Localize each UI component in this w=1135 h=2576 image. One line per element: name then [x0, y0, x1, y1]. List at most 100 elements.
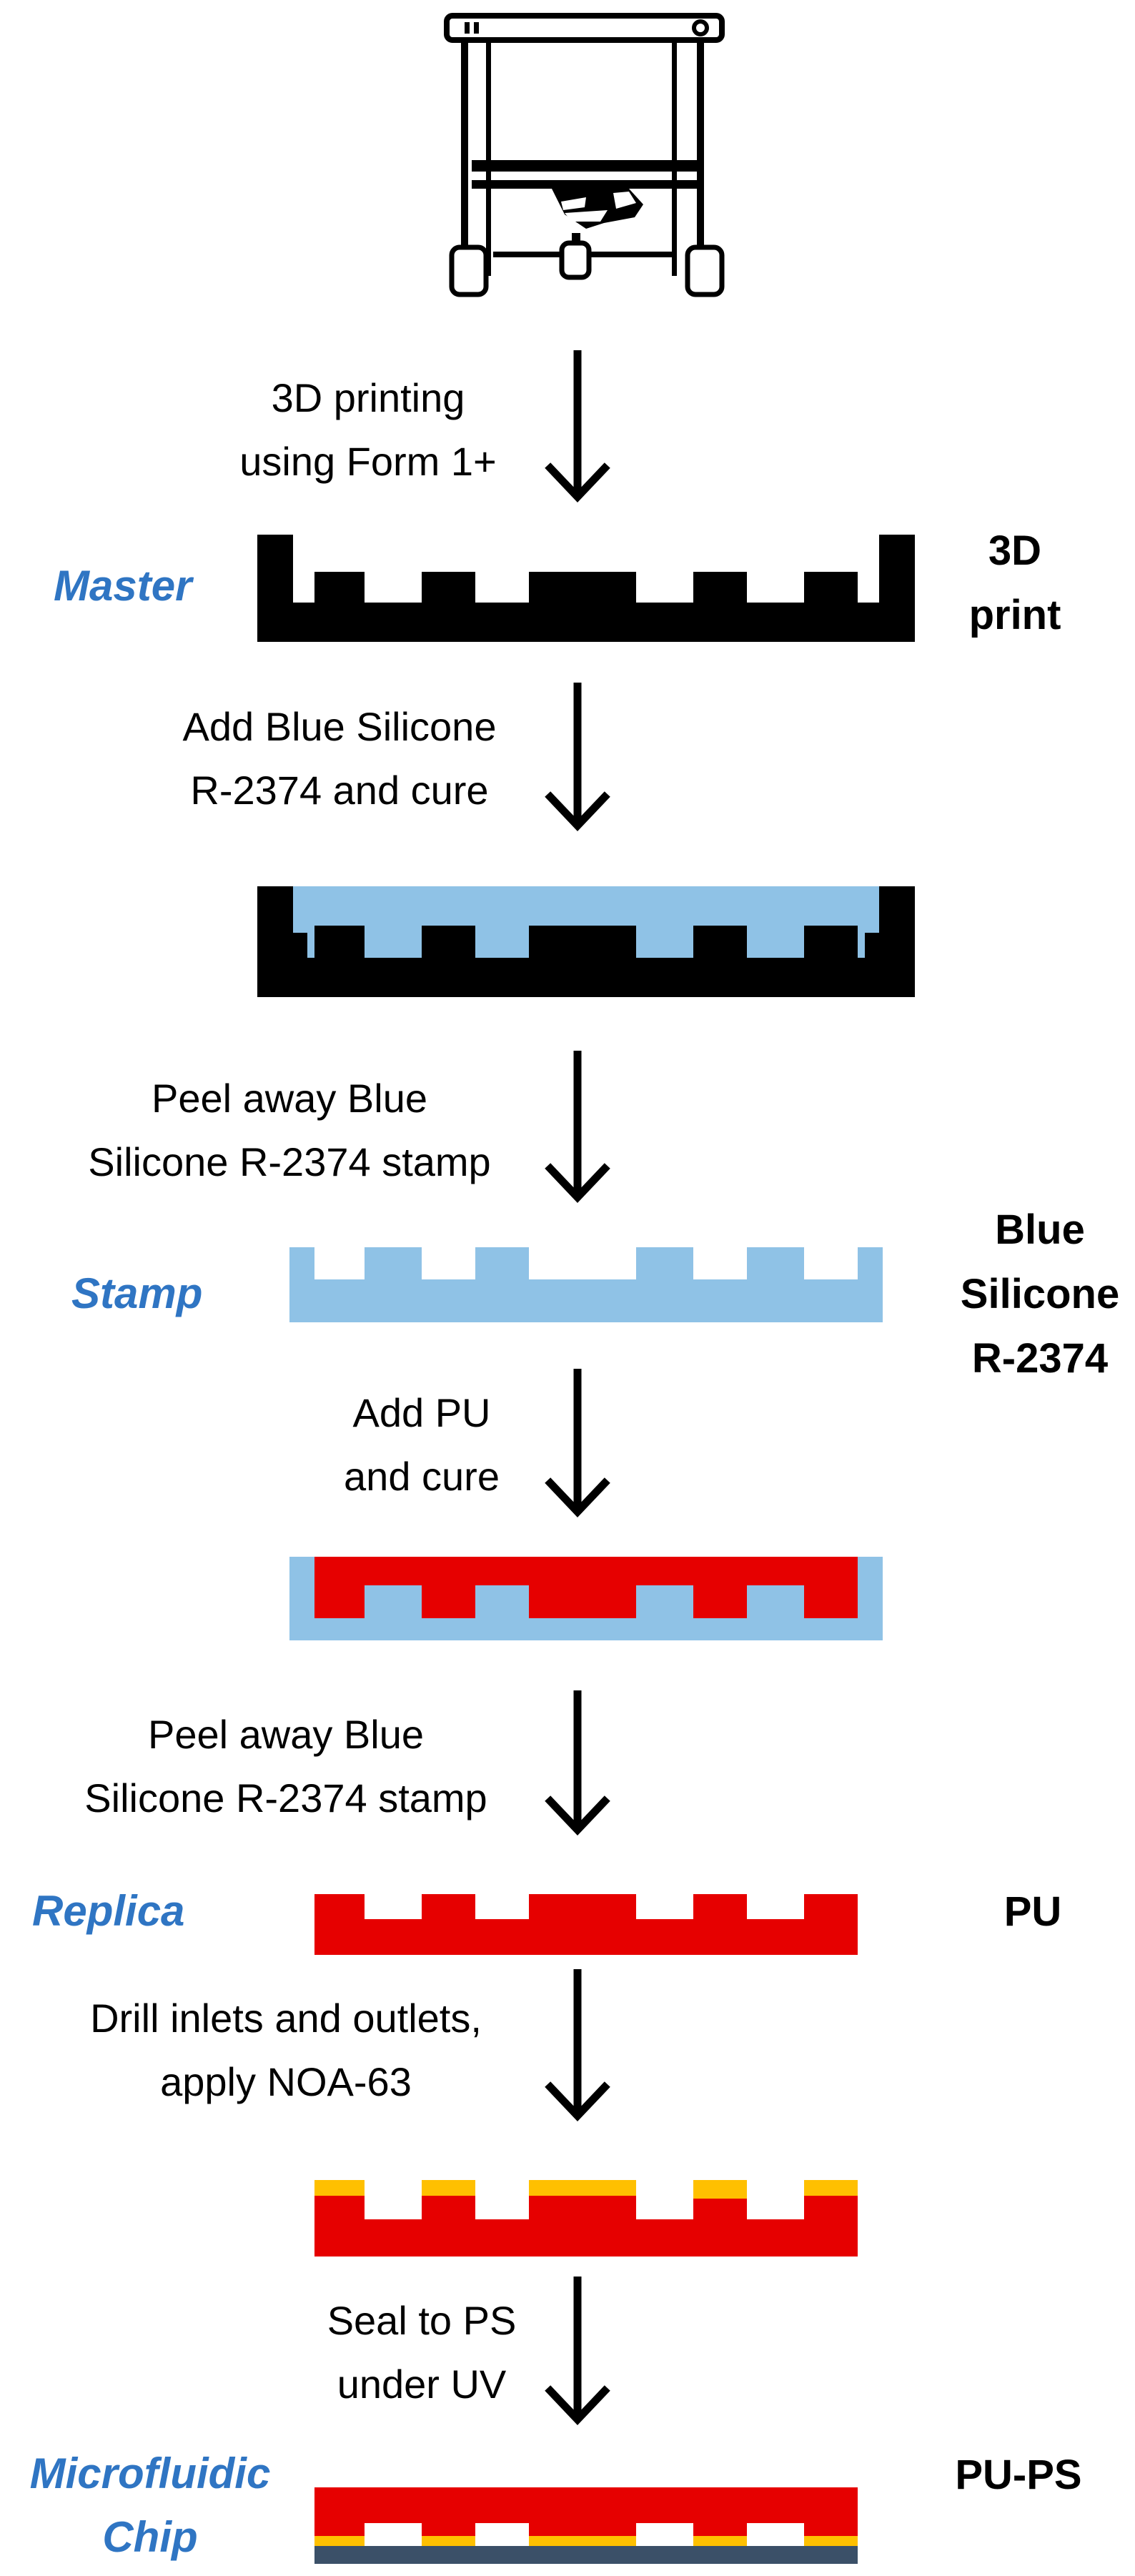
master-ridge [314, 926, 365, 960]
master-ridge [693, 572, 747, 604]
stage-label-chip-line-2: Chip [102, 2513, 197, 2561]
step-descriptions: 3D printing using Form 1+ Add Blue Silic… [84, 375, 516, 2407]
arrow-head [545, 2385, 610, 2425]
chip-noa-bond [314, 2536, 365, 2547]
microfluidic-chip [314, 2487, 858, 2564]
stamp-ridge [475, 1247, 529, 1283]
stage-label-replica: Replica [32, 1887, 184, 1935]
chip-noa-bond [529, 2536, 636, 2547]
process-arrows [545, 350, 610, 2425]
stamp-ridge [747, 1247, 804, 1283]
down-arrow-icon [545, 1969, 610, 2121]
replica-ridge [314, 1894, 365, 1923]
stamp-ridge [636, 1247, 693, 1283]
stamp-ridge [365, 1247, 422, 1283]
step-6-line-2: apply NOA-63 [160, 2059, 412, 2104]
replica-ridge [529, 1894, 636, 1923]
master-inner-left [289, 933, 307, 960]
down-arrow-icon [545, 2277, 610, 2425]
chip-pu-ridge [804, 2522, 858, 2537]
replica-ridge [422, 1894, 475, 1923]
step-1-line-2: using Form 1+ [239, 439, 497, 484]
replica-with-noa [314, 2180, 858, 2257]
step-7-line-2: under UV [337, 2362, 507, 2407]
master-ridge [529, 572, 636, 604]
noa-layer [529, 2180, 636, 2196]
master-with-silicone [257, 886, 915, 997]
down-arrow-icon [545, 350, 610, 502]
material-print-line-2: print [969, 592, 1061, 638]
chip-noa-bond [693, 2536, 747, 2547]
step-5-line-2: Silicone R-2374 stamp [84, 1775, 487, 1820]
stage-label-stamp: Stamp [71, 1269, 202, 1317]
chip-pu-ridge [422, 2522, 475, 2537]
stage-label-master: Master [54, 562, 194, 610]
arrow-head [545, 1795, 610, 1836]
step-1-line-1: 3D printing [272, 375, 465, 420]
master-base [257, 603, 915, 642]
material-pu: PU [1004, 1888, 1062, 1935]
material-silicone-line-1: Blue [995, 1207, 1085, 1253]
step-4-line-2: and cure [344, 1454, 500, 1499]
noa-layer [422, 2180, 475, 2196]
step-7-line-1: Seal to PS [327, 2298, 517, 2343]
master-ridge [693, 926, 747, 960]
pu-ridge [804, 1584, 858, 1618]
material-silicone-line-3: R-2374 [972, 1335, 1108, 1382]
master-3d-print [257, 535, 915, 642]
step-3-line-2: Silicone R-2374 stamp [88, 1139, 490, 1184]
master-inner-right [865, 933, 883, 960]
master-ridge [422, 926, 475, 960]
step-2-line-2: R-2374 and cure [190, 768, 488, 813]
arrow-head [545, 1477, 610, 1517]
pu-replica [314, 1894, 858, 1955]
stamp-base [289, 1279, 883, 1322]
chip-noa-bond [422, 2536, 475, 2547]
step-5-line-1: Peel away Blue [148, 1712, 424, 1757]
replica-ridge [314, 2194, 365, 2221]
chip-pu-ridge [693, 2522, 747, 2537]
pu-top [314, 1557, 858, 1585]
chip-ps-substrate [314, 2546, 858, 2564]
master-ridge [529, 926, 636, 960]
noa-layer [693, 2180, 747, 2199]
3d-printer-icon [444, 13, 725, 297]
master-ridge [314, 572, 365, 604]
replica-ridge [693, 1894, 747, 1923]
step-4-line-1: Add PU [353, 1390, 491, 1435]
silicone-stamp [289, 1247, 883, 1322]
pu-ridge [529, 1584, 636, 1618]
down-arrow-icon [545, 1690, 610, 1836]
stage-labels: Master Stamp Replica Microfluidic Chip [30, 562, 271, 2561]
replica-ridge [804, 1894, 858, 1923]
replica-ridge [693, 2194, 747, 2221]
step-2-line-1: Add Blue Silicone [183, 704, 497, 749]
replica-base [314, 1919, 858, 1955]
down-arrow-icon [545, 1369, 610, 1517]
stage-label-chip-line-1: Microfluidic [30, 2449, 271, 2497]
noa-layer [804, 2180, 858, 2196]
step-6-line-1: Drill inlets and outlets, [90, 1996, 482, 2041]
pu-ridge [314, 1584, 365, 1618]
material-silicone-line-2: Silicone [961, 1271, 1119, 1317]
replica-ridge [529, 2194, 636, 2221]
replica-base [314, 2219, 858, 2257]
chip-pu-top [314, 2487, 858, 2523]
replica-ridge [422, 2194, 475, 2221]
down-arrow-icon [545, 683, 610, 831]
arrow-head [545, 1163, 610, 1203]
stamp-with-pu [289, 1557, 883, 1640]
material-labels: 3D print Blue Silicone R-2374 PU PU-PS [955, 527, 1119, 2498]
chip-noa-bond [804, 2536, 858, 2547]
material-pups: PU-PS [955, 2452, 1081, 2498]
down-arrow-icon [545, 1051, 610, 1203]
master-ridge [804, 926, 858, 960]
master-ridge [804, 572, 858, 604]
replica-ridge [804, 2194, 858, 2221]
chip-pu-ridge [314, 2522, 365, 2537]
stamp-rim-right [858, 1247, 883, 1283]
chip-pu-ridge [529, 2522, 636, 2537]
arrow-head [545, 2081, 610, 2121]
